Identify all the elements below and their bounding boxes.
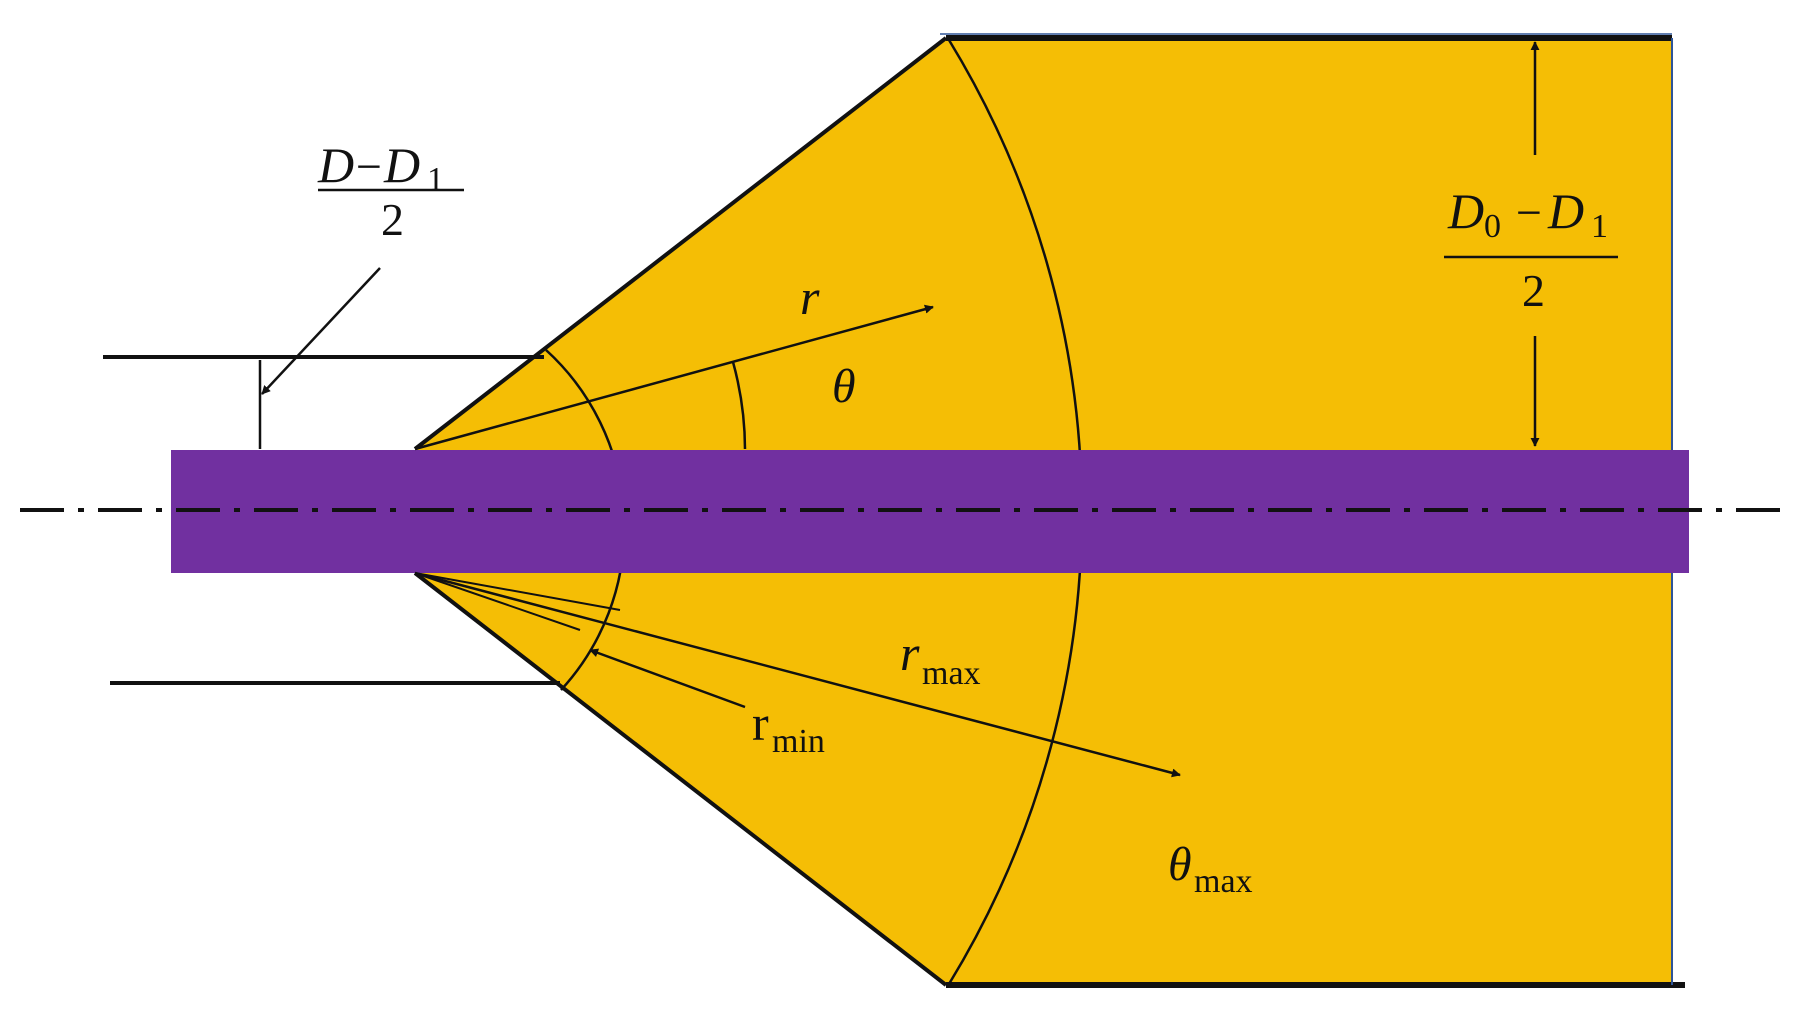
cone-top-edge <box>413 36 948 451</box>
label-theta-max-sub: max <box>1194 863 1253 900</box>
frac-left-num-sub: 1 <box>427 161 444 198</box>
cone-ray-2 <box>414 572 621 611</box>
r-max-vector <box>414 571 1181 778</box>
theta-arc <box>731 361 747 450</box>
label-r-min-sub: min <box>772 723 825 760</box>
cone-bottom-edge <box>413 571 948 987</box>
frac-right-minus: − <box>1516 187 1542 238</box>
cone-ray-1 <box>414 572 581 631</box>
label-r-max-sub: max <box>922 655 981 692</box>
right-dimension-fraction: D 0 − D 1 2 <box>1444 183 1618 316</box>
frac-left-num-a: D <box>317 137 354 193</box>
frac-left-den: 2 <box>381 194 404 245</box>
label-r-max: r max <box>900 625 981 692</box>
frac-left-minus: − <box>356 141 382 192</box>
frac-left-num-b: D <box>383 137 420 193</box>
frac-right-num-a: D <box>1447 183 1484 239</box>
r-vector <box>414 304 934 451</box>
frac-right-num-sub-b: 1 <box>1591 208 1608 245</box>
frac-right-den: 2 <box>1522 265 1545 316</box>
label-theta-max: θ max <box>1168 838 1253 900</box>
frac-right-num-b: D <box>1547 183 1584 239</box>
label-theta-max-base: θ <box>1168 838 1192 891</box>
r-min-pointer <box>589 648 746 709</box>
label-r-max-base: r <box>900 625 920 681</box>
label-r-min: r min <box>752 695 825 760</box>
frac-right-num-sub-a: 0 <box>1484 208 1501 245</box>
left-dimension-fraction: D − D 1 2 <box>317 137 464 245</box>
label-r-min-base: r <box>752 695 769 751</box>
label-r: r <box>800 269 820 325</box>
label-theta: θ <box>832 360 856 413</box>
left-dim-pointer <box>261 267 381 395</box>
